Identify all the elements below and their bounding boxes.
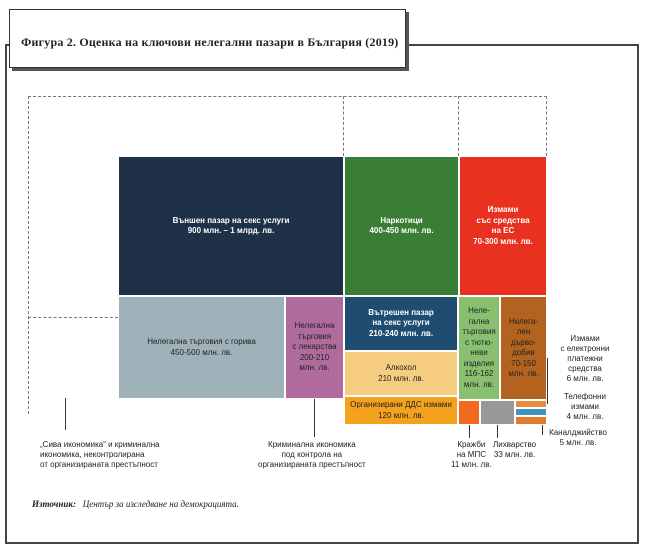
cell-label: Външен пазар на секс услуги 900 млн. – 1… (172, 215, 290, 236)
cell-timber: Нелега- лен дърво- добив 70-150 млн. лв. (500, 296, 547, 400)
cell-eu-funds: Измами със средства на ЕС 70-300 млн. лв… (459, 156, 547, 296)
annotation-mps: Кражби на МПС 11 млн. лв. (451, 440, 492, 469)
cell-label: Организирани ДДС измами 120 млн. лв. (350, 400, 452, 420)
dashed-divider-1 (343, 96, 344, 156)
dashed-outline-right (546, 96, 547, 156)
cell-fuel: Нелегална търговия с горива 450-500 млн.… (118, 296, 285, 399)
dashed-divider-3 (28, 317, 118, 318)
annotation-payments: Измами с електронни платежни средства 6 … (560, 334, 610, 383)
cell-tobacco: Неле- гална търговия с тютю- неви издели… (458, 296, 500, 400)
dashed-divider-2 (458, 96, 459, 156)
leader-mps (469, 425, 470, 438)
cell-vat: Организирани ДДС измами 120 млн. лв. (344, 396, 458, 425)
source-label: Източник: (32, 499, 76, 509)
annotation-scrap: Лихварство 33 млн. лв. (493, 440, 537, 459)
leader-dispatch (542, 425, 543, 435)
figure-title: Фигура 2. Оценка на ключови нелегални па… (21, 35, 399, 49)
cell-payments (515, 400, 547, 408)
cell-sex-internal: Вътрешен пазар на секс услуги 210-240 мл… (344, 296, 458, 351)
annotation-grey-economy: „Сива икономика“ и криминална икономика,… (40, 440, 160, 469)
leader-scrap (497, 425, 498, 438)
cell-label: Наркотици 400-450 млн. лв. (369, 215, 434, 236)
title-box: Фигура 2. Оценка на ключови нелегални па… (9, 9, 406, 68)
cell-label: Измами със средства на ЕС 70-300 млн. лв… (473, 205, 533, 246)
cell-sex-external: Външен пазар на секс услуги 900 млн. – 1… (118, 156, 344, 296)
cell-alcohol: Алкохол 210 млн. лв. (344, 351, 458, 396)
annotation-telephone: Телефонни измами 4 млн. лв. (563, 392, 607, 421)
annotation-dispatch: Каналджийство 5 млн. лв. (549, 428, 607, 447)
leader-payments (547, 358, 548, 404)
leader-controlled (314, 399, 315, 437)
cell-dispatch (515, 416, 547, 425)
cell-telephone (515, 408, 547, 416)
source-note: Източник: Център за изследване на демокр… (32, 499, 239, 509)
cell-medicines: Нелегална търговия с лекарства 200-210 м… (285, 296, 344, 399)
cell-label: Нелегална търговия с горива 450-500 млн.… (147, 337, 256, 357)
cell-label: Вътрешен пазар на секс услуги 210-240 мл… (368, 307, 434, 338)
leader-grey (65, 398, 66, 430)
cell-drugs: Наркотици 400-450 млн. лв. (344, 156, 459, 296)
source-text: Център за изследване на демокрацията. (82, 499, 239, 509)
dashed-outline-left (28, 96, 29, 414)
cell-label: Алкохол 210 млн. лв. (378, 363, 424, 383)
dashed-outline-top (28, 96, 547, 97)
annotation-controlled-economy: Криминална икономика под контрола на орг… (258, 440, 366, 469)
cell-mps (458, 400, 480, 425)
cell-label: Нелега- лен дърво- добив 70-150 млн. лв. (508, 316, 539, 379)
cell-label: Неле- гална търговия с тютю- неви издели… (462, 306, 496, 389)
cell-label: Нелегална търговия с лекарства 200-210 м… (292, 321, 337, 373)
cell-scrap (480, 400, 515, 425)
